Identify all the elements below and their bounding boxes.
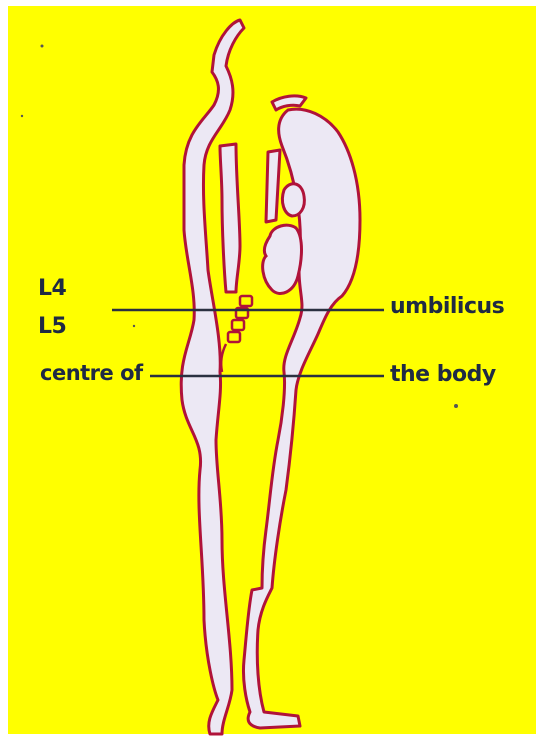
- label-umbilicus: umbilicus: [390, 296, 504, 318]
- spine-vertebrae: [221, 296, 252, 372]
- arm-right-outline: [266, 150, 280, 222]
- label-centre-of: centre of: [40, 363, 143, 384]
- organ-upper-outline: [282, 184, 304, 216]
- organ-middle-outline: [263, 225, 302, 293]
- speck: [21, 115, 23, 117]
- speck: [454, 404, 458, 408]
- speck: [41, 45, 44, 48]
- label-the-body: the body: [390, 364, 496, 386]
- arm-left-outline: [220, 144, 240, 292]
- label-l5: L5: [38, 316, 66, 338]
- label-l4: L4: [38, 278, 66, 300]
- speck: [133, 325, 135, 327]
